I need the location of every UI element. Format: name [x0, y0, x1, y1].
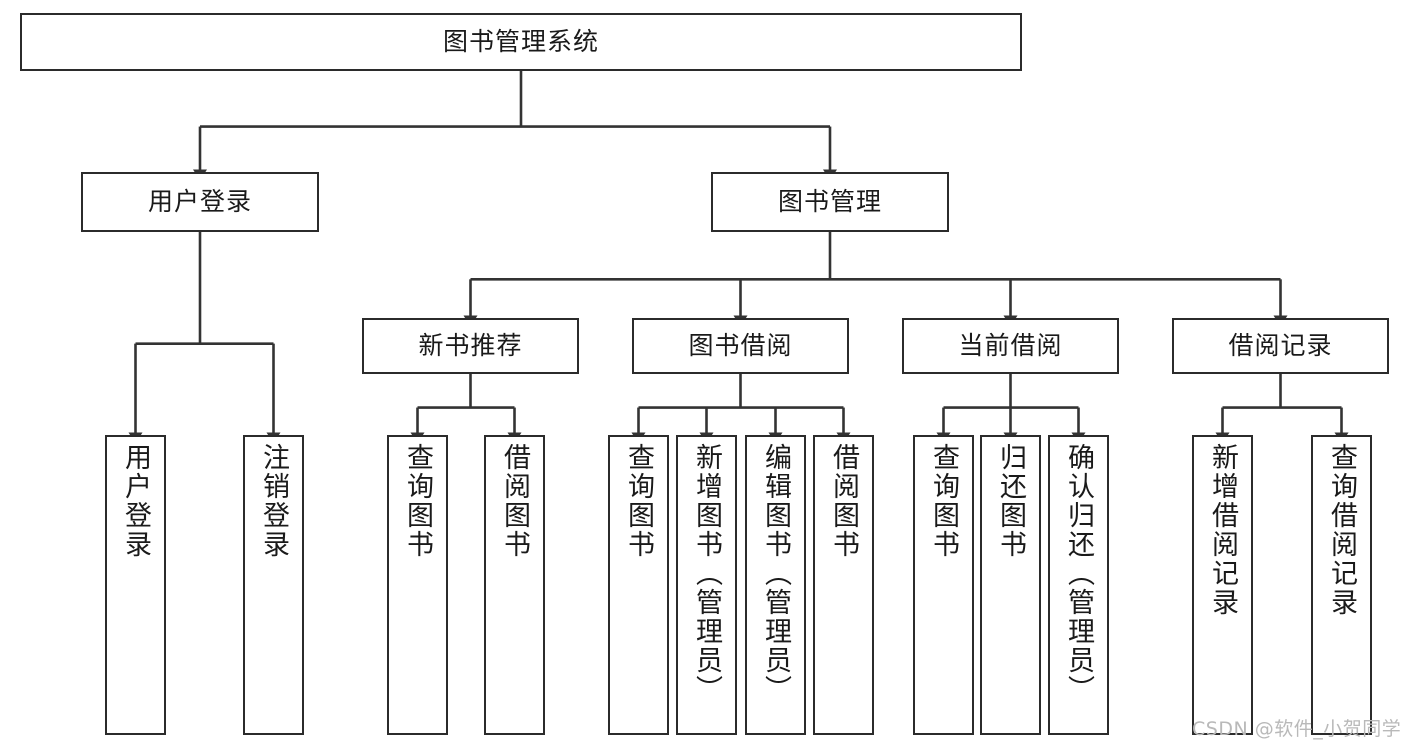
- node-label: 确认归还（管理员）: [1063, 443, 1094, 704]
- node-leaf-query-book-3[interactable]: 查询图书: [913, 435, 974, 735]
- node-label: 用户登录: [120, 443, 151, 559]
- node-leaf-user-login[interactable]: 用户登录: [105, 435, 166, 735]
- node-label: 归还图书: [995, 443, 1026, 559]
- node-user-login[interactable]: 用户登录: [81, 172, 319, 232]
- node-borrow-record[interactable]: 借阅记录: [1172, 318, 1389, 374]
- node-label: 图书借阅: [688, 331, 793, 361]
- node-label: 借阅图书: [828, 443, 859, 559]
- node-current-borrow[interactable]: 当前借阅: [902, 318, 1119, 374]
- node-label: 查询借阅记录: [1326, 443, 1357, 617]
- node-label: 借阅记录: [1228, 331, 1333, 361]
- node-leaf-logout-login[interactable]: 注销登录: [243, 435, 304, 735]
- node-leaf-add-book[interactable]: 新增图书（管理员）: [676, 435, 737, 735]
- node-label: 查询图书: [623, 443, 654, 559]
- node-book-borrow[interactable]: 图书借阅: [632, 318, 849, 374]
- node-leaf-query-book-1[interactable]: 查询图书: [387, 435, 448, 735]
- node-leaf-borrow-book-2[interactable]: 借阅图书: [813, 435, 874, 735]
- node-label: 新书推荐: [418, 331, 523, 361]
- node-label: 图书管理系统: [442, 27, 599, 57]
- csdn-watermark: CSDN @软件_小贺同学: [1192, 718, 1402, 740]
- node-label: 借阅图书: [499, 443, 530, 559]
- node-leaf-query-record[interactable]: 查询借阅记录: [1311, 435, 1372, 735]
- node-label: 图书管理: [777, 187, 882, 217]
- node-label: 查询图书: [928, 443, 959, 559]
- node-leaf-query-book-2[interactable]: 查询图书: [608, 435, 669, 735]
- node-leaf-edit-book[interactable]: 编辑图书（管理员）: [745, 435, 806, 735]
- node-label: 用户登录: [147, 187, 252, 217]
- node-leaf-borrow-book-1[interactable]: 借阅图书: [484, 435, 545, 735]
- node-label: 注销登录: [258, 443, 289, 559]
- node-leaf-return-book[interactable]: 归还图书: [980, 435, 1041, 735]
- node-label: 新增借阅记录: [1207, 443, 1238, 617]
- node-book-manage[interactable]: 图书管理: [711, 172, 949, 232]
- node-label: 查询图书: [402, 443, 433, 559]
- node-label: 编辑图书（管理员）: [760, 443, 791, 704]
- edges: [128, 71, 1349, 444]
- node-root[interactable]: 图书管理系统: [20, 13, 1022, 71]
- node-label: 新增图书（管理员）: [691, 443, 722, 704]
- node-label: 当前借阅: [958, 331, 1063, 361]
- node-leaf-add-record[interactable]: 新增借阅记录: [1192, 435, 1253, 735]
- node-new-book-rec[interactable]: 新书推荐: [362, 318, 579, 374]
- node-leaf-confirm-return[interactable]: 确认归还（管理员）: [1048, 435, 1109, 735]
